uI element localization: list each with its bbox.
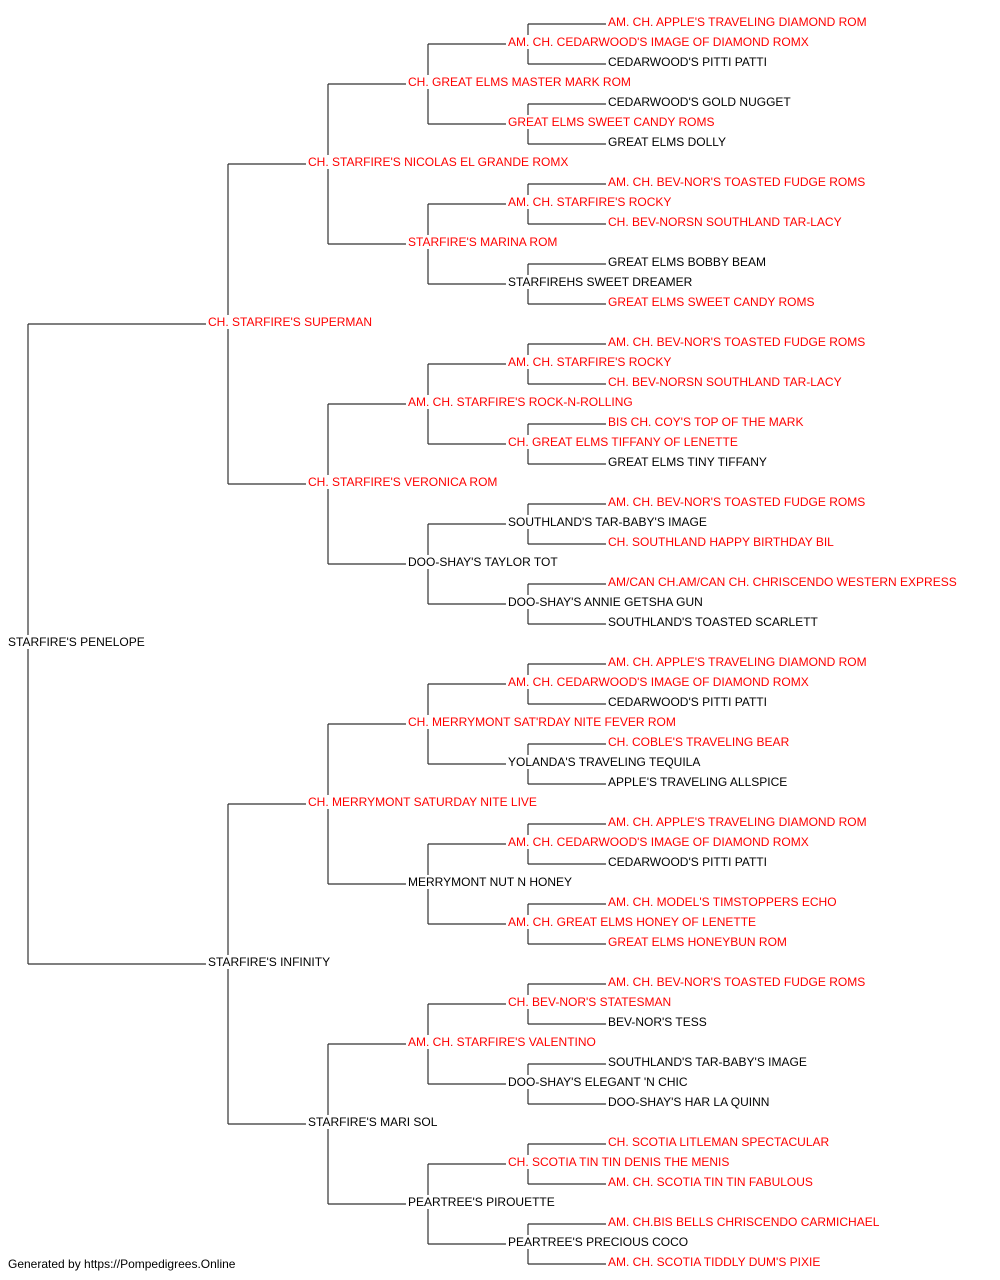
ancestor-name: SOUTHLAND'S TOASTED SCARLETT: [606, 615, 820, 629]
ancestor-name: CH. SCOTIA TIN TIN DENIS THE MENIS: [506, 1155, 732, 1169]
ancestor-name: GREAT ELMS DOLLY: [606, 135, 729, 149]
ancestor-name: GREAT ELMS TINY TIFFANY: [606, 455, 769, 469]
ancestor-name: SOUTHLAND'S TAR-BABY'S IMAGE: [606, 1055, 809, 1069]
ancestor-name: AM. CH. CEDARWOOD'S IMAGE OF DIAMOND ROM…: [506, 35, 811, 49]
subject-dog-name: STARFIRE'S PENELOPE: [6, 635, 147, 649]
ancestor-name: AM. CH. CEDARWOOD'S IMAGE OF DIAMOND ROM…: [506, 835, 811, 849]
ancestor-name: CEDARWOOD'S PITTI PATTI: [606, 855, 769, 869]
ancestor-name: CH. BEV-NORSN SOUTHLAND TAR-LACY: [606, 375, 844, 389]
ancestor-name: DOO-SHAY'S HAR LA QUINN: [606, 1095, 772, 1109]
ancestor-name: PEARTREE'S PRECIOUS COCO: [506, 1235, 691, 1249]
ancestor-name: YOLANDA'S TRAVELING TEQUILA: [506, 755, 703, 769]
ancestor-name: AM. CH. BEV-NOR'S TOASTED FUDGE ROMS: [606, 175, 868, 189]
ancestor-name: CH. SCOTIA LITLEMAN SPECTACULAR: [606, 1135, 832, 1149]
ancestor-name: AM. CH. STARFIRE'S ROCK-N-ROLLING: [406, 395, 635, 409]
ancestor-name: AM. CH. STARFIRE'S VALENTINO: [406, 1035, 598, 1049]
ancestor-name: SOUTHLAND'S TAR-BABY'S IMAGE: [506, 515, 709, 529]
ancestor-name: AM. CH.BIS BELLS CHRISCENDO CARMICHAEL: [606, 1215, 882, 1229]
ancestor-name: AM. CH. STARFIRE'S ROCKY: [506, 355, 674, 369]
ancestor-name: CH. MERRYMONT SAT'RDAY NITE FEVER ROM: [406, 715, 678, 729]
ancestor-name: BEV-NOR'S TESS: [606, 1015, 709, 1029]
ancestor-name: BIS CH. COY'S TOP OF THE MARK: [606, 415, 806, 429]
ancestor-name: STARFIREHS SWEET DREAMER: [506, 275, 695, 289]
ancestor-name: AM. CH. APPLE'S TRAVELING DIAMOND ROM: [606, 655, 869, 669]
ancestor-name: CEDARWOOD'S PITTI PATTI: [606, 695, 769, 709]
ancestor-name: GREAT ELMS BOBBY BEAM: [606, 255, 769, 269]
ancestor-name: DOO-SHAY'S TAYLOR TOT: [406, 555, 560, 569]
ancestor-name: CH. MERRYMONT SATURDAY NITE LIVE: [306, 795, 539, 809]
ancestor-name: AM. CH. SCOTIA TIN TIN FABULOUS: [606, 1175, 815, 1189]
ancestor-name: GREAT ELMS HONEYBUN ROM: [606, 935, 789, 949]
ancestor-name: CH. BEV-NOR'S STATESMAN: [506, 995, 674, 1009]
ancestor-name: CH. STARFIRE'S VERONICA ROM: [306, 475, 500, 489]
ancestor-name: AM/CAN CH.AM/CAN CH. CHRISCENDO WESTERN …: [606, 575, 959, 589]
ancestor-name: AM. CH. GREAT ELMS HONEY OF LENETTE: [506, 915, 759, 929]
ancestor-name: STARFIRE'S MARINA ROM: [406, 235, 560, 249]
ancestor-name: CH. GREAT ELMS TIFFANY OF LENETTE: [506, 435, 740, 449]
generated-by-footer: Generated by https://Pompedigrees.Online: [8, 1257, 236, 1271]
ancestor-name: AM. CH. SCOTIA TIDDLY DUM'S PIXIE: [606, 1255, 823, 1269]
ancestor-name: CH. STARFIRE'S NICOLAS EL GRANDE ROMX: [306, 155, 571, 169]
ancestor-name: AM. CH. MODEL'S TIMSTOPPERS ECHO: [606, 895, 839, 909]
ancestor-name: DOO-SHAY'S ANNIE GETSHA GUN: [506, 595, 705, 609]
ancestor-name: CH. COBLE'S TRAVELING BEAR: [606, 735, 792, 749]
ancestor-name: MERRYMONT NUT N HONEY: [406, 875, 575, 889]
ancestor-name: AM. CH. APPLE'S TRAVELING DIAMOND ROM: [606, 815, 869, 829]
ancestor-name: PEARTREE'S PIROUETTE: [406, 1195, 557, 1209]
ancestor-name: DOO-SHAY'S ELEGANT 'N CHIC: [506, 1075, 690, 1089]
ancestor-name: CEDARWOOD'S GOLD NUGGET: [606, 95, 793, 109]
ancestor-name: APPLE'S TRAVELING ALLSPICE: [606, 775, 790, 789]
ancestor-name: AM. CH. APPLE'S TRAVELING DIAMOND ROM: [606, 15, 869, 29]
ancestor-name: AM. CH. BEV-NOR'S TOASTED FUDGE ROMS: [606, 335, 868, 349]
ancestor-name: CH. SOUTHLAND HAPPY BIRTHDAY BIL: [606, 535, 836, 549]
ancestor-name: AM. CH. STARFIRE'S ROCKY: [506, 195, 674, 209]
ancestor-name: AM. CH. BEV-NOR'S TOASTED FUDGE ROMS: [606, 495, 868, 509]
ancestor-name: GREAT ELMS SWEET CANDY ROMS: [506, 115, 717, 129]
ancestor-name: GREAT ELMS SWEET CANDY ROMS: [606, 295, 817, 309]
ancestor-name: CEDARWOOD'S PITTI PATTI: [606, 55, 769, 69]
ancestor-name: CH. BEV-NORSN SOUTHLAND TAR-LACY: [606, 215, 844, 229]
ancestor-name: AM. CH. CEDARWOOD'S IMAGE OF DIAMOND ROM…: [506, 675, 811, 689]
ancestor-name: AM. CH. BEV-NOR'S TOASTED FUDGE ROMS: [606, 975, 868, 989]
ancestor-name: CH. STARFIRE'S SUPERMAN: [206, 315, 375, 329]
ancestor-name: STARFIRE'S MARI SOL: [306, 1115, 440, 1129]
ancestor-name: CH. GREAT ELMS MASTER MARK ROM: [406, 75, 633, 89]
ancestor-name: STARFIRE'S INFINITY: [206, 955, 333, 969]
